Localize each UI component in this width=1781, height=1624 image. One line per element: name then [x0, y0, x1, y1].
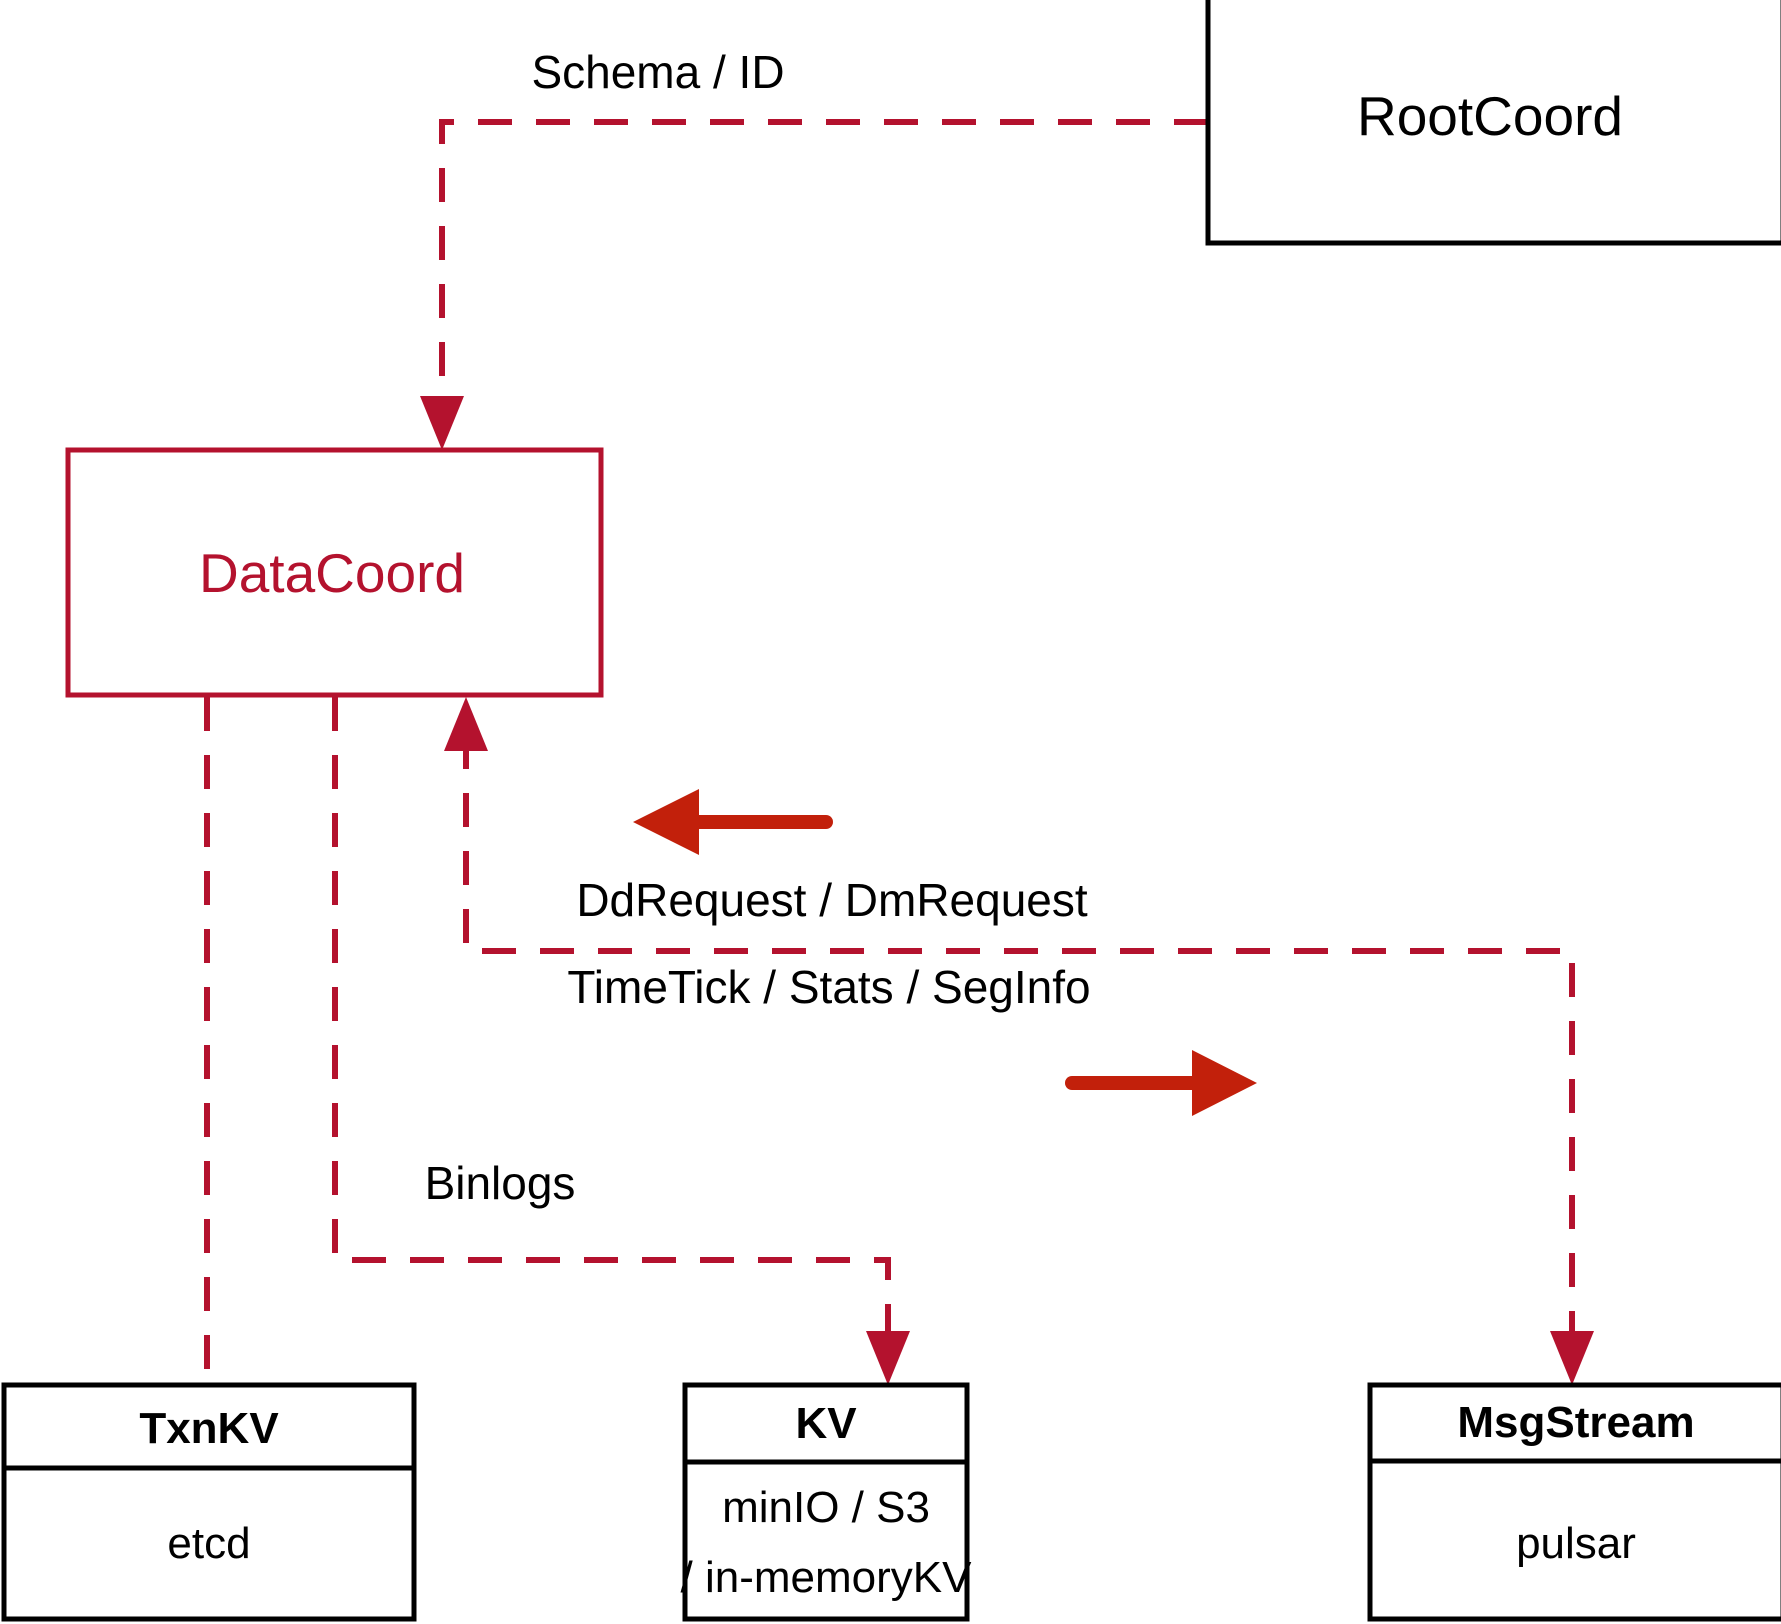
rootcoord-box[interactable]	[1205, 0, 1781, 246]
edge-label-timetick-stats-seginfo: TimeTick / Stats / SegInfo	[567, 961, 1090, 1013]
arrowhead-down-kv	[866, 1331, 910, 1385]
edge-binlogs	[332, 697, 910, 1385]
msgstream-body-label: pulsar	[1516, 1519, 1636, 1568]
arrowhead-right	[1192, 1050, 1257, 1116]
kv-box[interactable]	[682, 1382, 970, 1622]
arrowhead-down-msgstream	[1550, 1331, 1594, 1385]
msgstream-header-label: MsgStream	[1457, 1398, 1694, 1447]
arrowhead-down-datacoord	[420, 396, 464, 450]
edge-ddrequest-dmrequest-arrow	[633, 789, 833, 855]
txnkv-body-label: etcd	[167, 1519, 250, 1568]
edge-msgstream-to-datacoord	[444, 697, 1594, 1385]
edge-label-ddrequest-dmrequest: DdRequest / DmRequest	[576, 874, 1088, 926]
datacoord-box[interactable]	[65, 447, 604, 698]
arrowhead-left	[633, 789, 699, 855]
datacoord-label: DataCoord	[199, 542, 465, 604]
node-kv[interactable]: KV minIO / S3 / in-memoryKV	[681, 1382, 973, 1622]
msgstream-box[interactable]	[1367, 1382, 1781, 1622]
edge-label-schema-id: Schema / ID	[531, 46, 784, 98]
txnkv-header-label: TxnKV	[139, 1404, 279, 1453]
kv-header-label: KV	[795, 1399, 857, 1448]
arrowhead-up-datacoord	[444, 697, 488, 751]
edge-label-binlogs: Binlogs	[425, 1157, 576, 1209]
node-rootcoord[interactable]: RootCoord	[1205, 0, 1781, 246]
node-datacoord[interactable]: DataCoord	[65, 447, 604, 698]
edge-schema-id	[420, 119, 1208, 450]
node-txnkv[interactable]: TxnKV etcd	[1, 1382, 417, 1622]
kv-body-line1-label: minIO / S3	[722, 1483, 930, 1532]
rootcoord-label: RootCoord	[1357, 85, 1623, 147]
kv-body-line2-label: / in-memoryKV	[681, 1553, 973, 1602]
edge-timetick-stats-seginfo-arrow	[1065, 1050, 1257, 1116]
node-msgstream[interactable]: MsgStream pulsar	[1367, 1382, 1781, 1622]
txnkv-box[interactable]	[1, 1382, 417, 1622]
